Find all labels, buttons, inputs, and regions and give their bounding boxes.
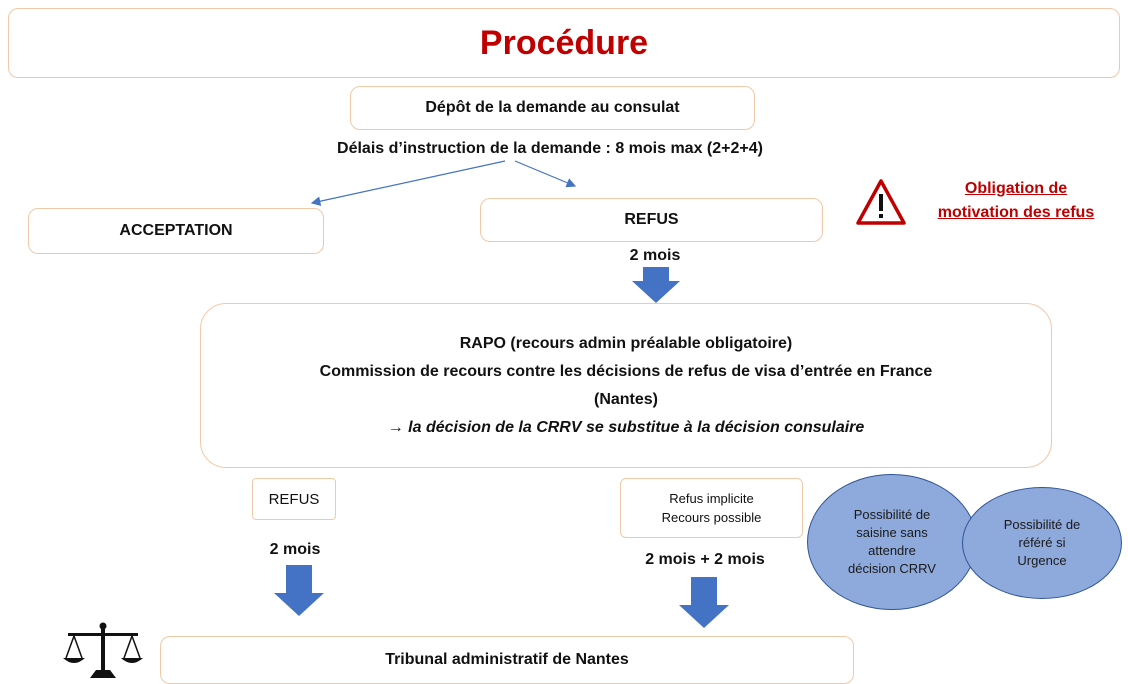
deux-mois-label-1: 2 mois — [629, 247, 681, 264]
scales-of-justice-icon — [63, 622, 143, 678]
circle1-line-1: Possibilité de — [853, 507, 931, 522]
title-box: Procédure — [8, 8, 1120, 78]
refus-bottom-box: REFUS — [252, 478, 336, 520]
circle1-line-3: attendre — [868, 543, 916, 558]
warning-line-2: motivation des refus — [937, 204, 1095, 221]
depot-label: Dépôt de la demande au consulat — [425, 99, 680, 116]
circle-refere: Possibilité de référé si Urgence — [962, 487, 1122, 599]
acceptation-label: ACCEPTATION — [119, 222, 233, 239]
circle1-line-2: saisine sans — [856, 525, 928, 540]
refus-top-box: REFUS — [480, 198, 823, 242]
arrow-to-acceptation — [310, 160, 506, 206]
rapo-line-4: la décision de la CRRV se substitue à la… — [403, 418, 865, 436]
rapo-box: RAPO (recours admin préalable obligatoir… — [200, 303, 1052, 468]
block-arrow-to-rapo — [632, 267, 680, 303]
depot-box: Dépôt de la demande au consulat — [350, 86, 755, 130]
warning-group: Obligation de motivation des refus — [855, 172, 1123, 242]
rapo-line-1: RAPO (recours admin préalable obligatoir… — [459, 334, 793, 352]
warning-triangle-icon — [856, 179, 906, 225]
refus-bottom-label: REFUS — [268, 490, 320, 508]
deux-mois-label-2: 2 mois — [269, 541, 321, 558]
block-arrow-implicite-to-tribunal — [679, 577, 729, 628]
circle2-line-2: référé si — [1018, 535, 1066, 550]
deux-mois-plus-label: 2 mois + 2 mois — [645, 551, 765, 568]
circle2-line-1: Possibilité de — [1003, 517, 1081, 532]
page-title: Procédure — [479, 23, 649, 62]
arrow-to-refus — [514, 160, 577, 188]
refus-top-label: REFUS — [624, 211, 679, 228]
warning-line-1: Obligation de — [964, 180, 1068, 197]
tribunal-label: Tribunal administratif de Nantes — [385, 651, 629, 668]
delais-label: Délais d’instruction de la demande : 8 m… — [337, 140, 763, 157]
implicite-box: Refus implicite Recours possible — [620, 478, 803, 538]
rapo-line-2: Commission de recours contre les décisio… — [319, 362, 933, 380]
right-arrow-icon: → — [387, 418, 404, 436]
implicite-line-1: Refus implicite — [669, 491, 754, 506]
circle1-line-4: décision CRRV — [848, 561, 936, 576]
block-arrow-refus-to-tribunal — [274, 565, 324, 616]
circle-saisine: Possibilité de saisine sans attendre déc… — [807, 474, 977, 610]
rapo-line-3: (Nantes) — [593, 390, 658, 408]
circle2-line-3: Urgence — [1017, 553, 1067, 568]
tribunal-box: Tribunal administratif de Nantes — [160, 636, 854, 684]
implicite-line-2: Recours possible — [661, 510, 762, 525]
acceptation-box: ACCEPTATION — [28, 208, 324, 254]
